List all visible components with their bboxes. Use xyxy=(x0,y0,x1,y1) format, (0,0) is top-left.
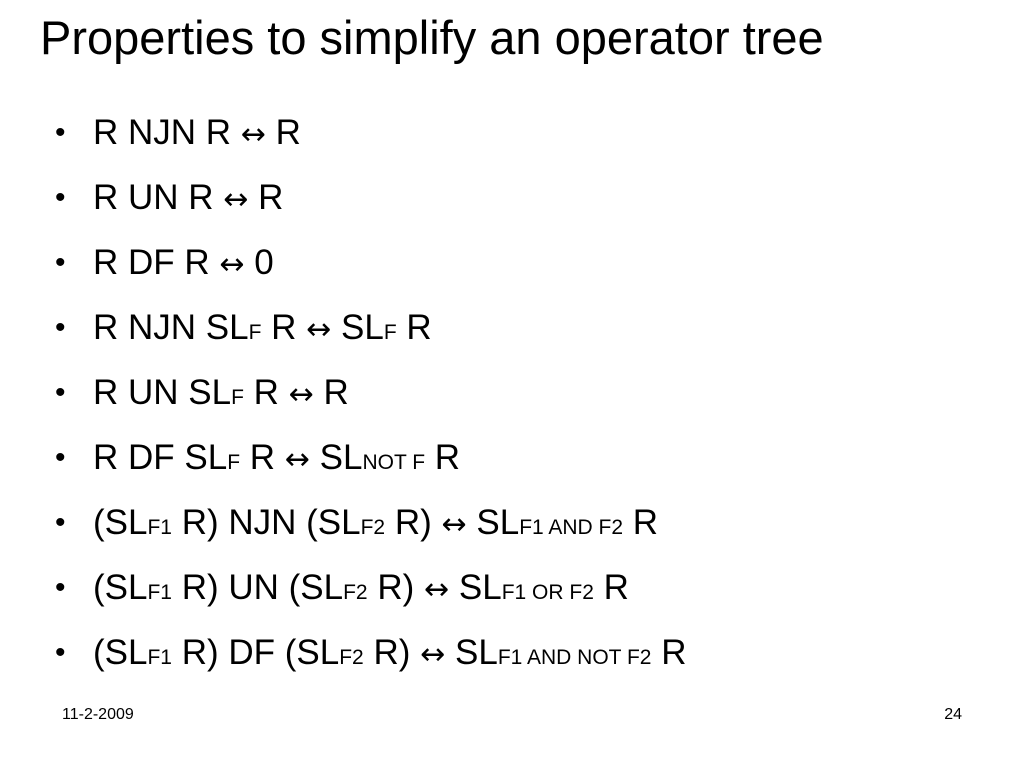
subscript-text: F1 AND NOT F2 xyxy=(497,646,652,669)
bullet-item: • R DF R ↔ 0 xyxy=(55,230,1015,295)
equivalence-arrow-icon: ↔ xyxy=(420,637,446,672)
subscript-text: F xyxy=(383,321,397,344)
expression-text: R xyxy=(265,113,301,152)
bullet-item: • R UN SLF R ↔ R xyxy=(55,360,1015,425)
equivalence-arrow-icon: ↔ xyxy=(219,247,245,282)
bullet-dot: • xyxy=(55,116,66,149)
bullet-item: • R NJN R ↔ R xyxy=(55,100,1015,165)
equivalence-arrow-icon: ↔ xyxy=(240,117,266,152)
subscript-text: F xyxy=(231,386,244,409)
expression-text: R xyxy=(651,633,687,672)
bullet-item: •R NJN SLF R ↔ SLF R xyxy=(55,295,1015,360)
subscript-text: F2 xyxy=(339,646,364,669)
expression-text: R) NJN (SL xyxy=(171,503,361,542)
expression-text: R NJN R xyxy=(93,113,241,152)
expression-text: R xyxy=(623,503,659,542)
equivalence-arrow-icon: ↔ xyxy=(424,572,450,607)
subscript-text: F2 xyxy=(343,581,368,604)
subscript-text: F1 AND F2 xyxy=(519,516,624,539)
expression-text: R DF R xyxy=(93,243,220,282)
bullet-item: •(SLF1 R) DF (SLF2 R) ↔ SLF1 AND NOT F2 … xyxy=(55,620,1015,685)
expression-text: R xyxy=(593,568,629,607)
expression-text: R UN SL xyxy=(93,373,232,412)
expression-text: R xyxy=(248,178,284,217)
expression-text: R xyxy=(240,438,285,477)
expression-text: (SL xyxy=(93,503,148,542)
expression-text: (SL xyxy=(93,568,148,607)
expression-text: R xyxy=(261,308,307,347)
subscript-text: F1 OR F2 xyxy=(501,581,594,604)
bullet-dot: • xyxy=(55,311,66,344)
expression-text: R xyxy=(243,373,289,412)
expression-text: R DF SL xyxy=(93,438,228,477)
bullet-item: • (SLF1 R) UN (SLF2 R) ↔ SLF1 OR F2 R xyxy=(55,555,1015,620)
subscript-text: F1 xyxy=(147,516,172,539)
bullet-dot: • xyxy=(55,376,66,409)
expression-text: SL xyxy=(466,503,520,542)
expression-text: (SL xyxy=(93,633,148,672)
subscript-text: F1 xyxy=(147,646,172,669)
expression-text: R) xyxy=(367,568,425,607)
subscript-text: F2 xyxy=(360,516,386,539)
expression-text: R) xyxy=(363,633,421,672)
bullet-dot: • xyxy=(55,246,66,279)
bullet-item: • (SLF1 R) NJN (SLF2 R) ↔ SLF1 AND F2 R xyxy=(55,490,1015,555)
expression-text: R UN R xyxy=(93,178,224,217)
expression-text: R xyxy=(313,373,349,412)
bullet-dot: • xyxy=(55,636,66,669)
expression-text: R NJN SL xyxy=(93,308,249,347)
expression-text: R) UN (SL xyxy=(171,568,344,607)
bullet-dot: • xyxy=(55,571,66,604)
bullet-dot: • xyxy=(55,181,66,214)
bullet-item: • R UN R ↔ R xyxy=(55,165,1015,230)
subscript-text: F xyxy=(227,451,241,474)
equivalence-arrow-icon: ↔ xyxy=(306,312,332,347)
bullet-dot: • xyxy=(55,506,66,539)
equivalence-arrow-icon: ↔ xyxy=(288,377,314,412)
equivalence-arrow-icon: ↔ xyxy=(223,182,249,217)
equivalence-arrow-icon: ↔ xyxy=(441,507,467,542)
expression-text: R xyxy=(396,308,432,347)
expression-text: R) xyxy=(385,503,442,542)
expression-text: SL xyxy=(445,633,498,672)
page-number: 24 xyxy=(944,706,962,723)
bullet-list: • R NJN R ↔ R • R UN R ↔ R • R DF R ↔ 0 • R NJN… xyxy=(55,100,1015,685)
subscript-text: F xyxy=(248,321,262,344)
expression-text: SL xyxy=(309,438,363,477)
slide-title: Properties to simplify an operator tree xyxy=(40,11,824,64)
bullet-dot: • xyxy=(55,441,66,474)
expression-text: R) DF (SL xyxy=(171,633,340,672)
equivalence-arrow-icon: ↔ xyxy=(284,442,310,477)
subscript-text: NOT F xyxy=(362,451,426,474)
expression-text: SL xyxy=(449,568,502,607)
expression-text: 0 xyxy=(244,243,274,282)
expression-text: SL xyxy=(331,308,384,347)
bullet-item: • R DF SLF R ↔ SLNOT F R xyxy=(55,425,1015,490)
subscript-text: F1 xyxy=(147,581,172,604)
footer-date: 11-2-2009 xyxy=(62,706,134,723)
expression-text: R xyxy=(425,438,461,477)
